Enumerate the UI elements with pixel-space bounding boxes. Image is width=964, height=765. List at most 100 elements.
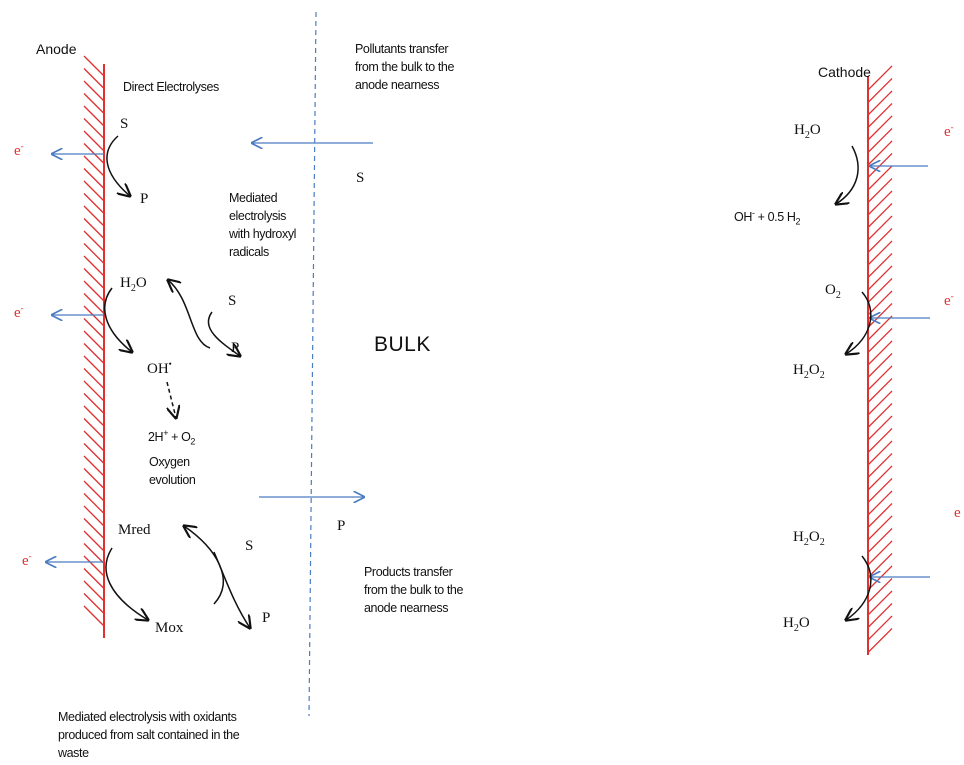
products-transfer-label: Products transfer from the bulk to the a… [364, 565, 464, 615]
electrode-hatch-mark [867, 215, 893, 241]
electrode-hatch-mark [867, 178, 893, 203]
electron-label-anode-2: e- [14, 303, 24, 321]
electrode-hatch-mark [867, 578, 893, 603]
anode-label: Anode [36, 41, 77, 57]
electrode-hatch-mark [83, 405, 105, 427]
oxygen-evolution-label: Oxygen evolution [149, 455, 196, 487]
electrode-hatch-mark [867, 265, 893, 291]
electrode-hatch-mark [83, 468, 105, 489]
electrode-hatch-mark [83, 455, 105, 477]
species-p-mediator: P [262, 610, 271, 626]
electrode-hatch-mark [867, 290, 893, 316]
electron-label-cathode-2: e- [944, 291, 954, 309]
electrode-hatch-mark [83, 130, 105, 152]
species-o2-cathode: O2 [825, 282, 841, 301]
electrode-hatch-mark [83, 168, 105, 189]
electrode-hatch-mark [83, 430, 105, 452]
electrode-hatch-mark [83, 580, 105, 602]
electrode-hatch-mark [867, 103, 893, 128]
species-s-hydroxyl: S [228, 293, 237, 309]
electrode-hatch-mark [867, 365, 893, 391]
electrode-hatch-mark [83, 280, 105, 302]
peroxide-reduction-arrow [846, 555, 872, 620]
electrode-hatch-mark [867, 228, 893, 253]
species-h2o2-cathode-1: H2O2 [793, 362, 825, 381]
hydroxyl-attack-arrow-down [207, 311, 240, 356]
anode-electrode [83, 55, 105, 638]
electrode-hatch-mark [867, 503, 893, 528]
electrode-hatch-mark [83, 93, 105, 114]
electrode-hatch-mark [867, 340, 893, 366]
electrode-hatch-mark [867, 603, 893, 628]
electrode-hatch-mark [867, 190, 893, 216]
electrode-hatch-mark [867, 128, 893, 153]
electrode-hatch-mark [867, 203, 893, 228]
electrode-hatch-mark [83, 293, 105, 314]
electrode-hatch-mark [83, 55, 105, 77]
electron-label-cathode-1: e- [944, 122, 954, 140]
electrode-hatch-mark [83, 543, 105, 564]
electrode-hatch-mark [83, 305, 105, 327]
species-p-bulk: P [337, 518, 346, 534]
electrode-hatch-mark [867, 240, 893, 266]
mediated-hydroxyl-label: Mediated electrolysis with hydroxyl radi… [229, 191, 297, 259]
electrode-hatch-mark [83, 68, 105, 89]
electrode-hatch-mark [867, 540, 893, 566]
electrode-hatch-mark [83, 380, 105, 402]
pollutants-transfer-label: Pollutants transfer from the bulk to the… [355, 42, 455, 92]
electrode-hatch-mark [867, 515, 893, 541]
electrode-hatch-mark [867, 403, 893, 428]
species-2h-o2: 2H+ + O2 [148, 428, 196, 447]
electrode-hatch-mark [867, 590, 893, 616]
electrode-hatch-mark [867, 328, 893, 353]
electrode-hatch-mark [867, 440, 893, 466]
bulk-divider [308, 11, 317, 717]
electrode-hatch-mark [83, 480, 105, 502]
electrode-hatch-mark [83, 518, 105, 539]
electrode-hatch-mark [83, 205, 105, 227]
electrode-hatch-mark [867, 165, 893, 191]
direct-electrolyses-label: Direct Electrolyses [123, 80, 219, 94]
electrode-hatch-mark [83, 218, 105, 239]
electrode-hatch-mark [867, 453, 893, 478]
electrode-hatch-mark [867, 378, 893, 403]
electrode-hatch-mark [83, 343, 105, 364]
electrode-hatch-mark [83, 105, 105, 127]
electrode-hatch-mark [83, 555, 105, 577]
water-reduction-arrow [836, 145, 859, 204]
electrode-hatch-mark [83, 530, 105, 552]
direct-oxidation-arrow [106, 135, 130, 196]
mediator-attack-arrow [213, 551, 250, 628]
electrode-hatch-mark [867, 140, 893, 166]
electrode-hatch-mark [867, 90, 893, 116]
species-p-hydroxyl: P [231, 340, 240, 356]
species-oh-h2: OH- + 0.5 H2 [734, 208, 801, 227]
electrode-hatch-mark [867, 615, 893, 641]
electrode-hatch-mark [83, 505, 105, 527]
electrode-hatch-mark [867, 315, 893, 341]
electrode-hatch-mark [83, 493, 105, 514]
electrode-hatch-mark [867, 115, 893, 141]
electrode-hatch-mark [867, 253, 893, 278]
electrode-hatch-mark [83, 118, 105, 139]
electrode-hatch-mark [83, 368, 105, 389]
species-s-bulk: S [356, 170, 365, 186]
electrode-hatch-mark [867, 528, 893, 553]
water-oxidation-arrow [104, 287, 132, 352]
electrode-hatch-mark [83, 568, 105, 589]
electrode-hatch-mark [867, 278, 893, 303]
electrode-hatch-mark [83, 243, 105, 264]
species-h2o2-cathode-2: H2O2 [793, 529, 825, 548]
electron-label-cathode-3: e [954, 505, 961, 521]
species-h2o-cathode-bottom: H2O [783, 615, 810, 634]
electrode-hatch-mark [83, 180, 105, 202]
species-h2o-cathode-top: H2O [794, 122, 821, 141]
electrode-hatch-mark [83, 155, 105, 177]
electrode-hatch-mark [83, 443, 105, 464]
electrode-hatch-mark [83, 318, 105, 339]
species-p-direct: P [140, 191, 149, 207]
electrode-hatch-mark [867, 78, 893, 103]
electrode-hatch-mark [867, 490, 893, 516]
